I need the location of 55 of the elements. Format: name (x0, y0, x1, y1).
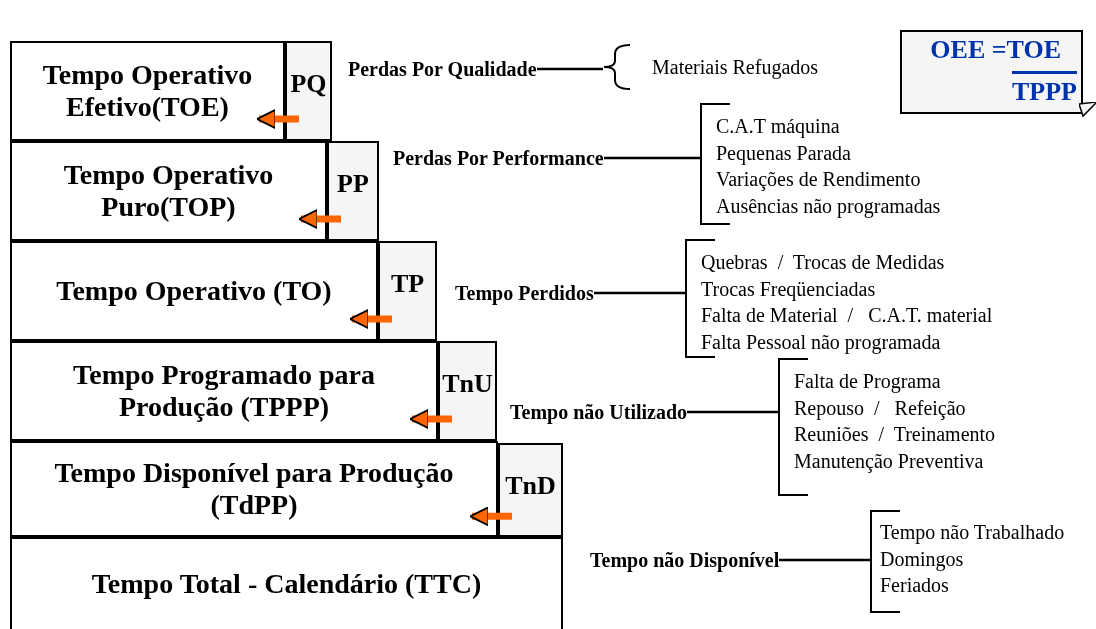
loss-block (285, 41, 332, 141)
block-arrow (298, 209, 341, 229)
connector-line (604, 156, 700, 160)
loss-item: Falta Pessoal não programada (701, 329, 942, 355)
loss-item: Repouso / Refeição (794, 395, 967, 421)
loss-item: Feriados (880, 573, 950, 598)
connector-line (594, 291, 685, 295)
loss-item: Falta de Programa (794, 369, 942, 395)
connector-line (779, 558, 870, 562)
loss-item: Tempo não Trabalhado (880, 520, 1065, 546)
time-block (10, 341, 438, 441)
loss-label: TnU (442, 371, 493, 397)
time-block (10, 441, 498, 537)
time-block (10, 41, 285, 141)
formula-text: OEE =TOE (930, 34, 1061, 66)
loss-item: Quebras / Trocas de Medidas (701, 250, 946, 275)
loss-item: Falta de Material / C.A.T. material (701, 303, 993, 328)
loss-item: Pequenas Parada (716, 140, 852, 166)
time-block (10, 241, 378, 341)
loss-category: Tempo não Utilizado (510, 400, 688, 426)
loss-label: PP (337, 171, 369, 197)
block-arrow (256, 109, 299, 129)
block-arrow (349, 309, 392, 329)
block-label: Tempo Disponível para Produção (TdPP) (53, 456, 455, 522)
block-label: Tempo Total - Calendário (TTC) (91, 567, 482, 601)
block-label: Tempo Operativo (TO) (56, 274, 332, 308)
loss-category: Tempo não Disponível (590, 548, 780, 574)
loss-item: Ausências não programadas (716, 193, 941, 219)
loss-item: Reuniões / Treinamento (794, 422, 996, 447)
loss-category: Tempo Perdidos (455, 281, 594, 307)
loss-item: Domingos (880, 546, 965, 572)
loss-label: PQ (290, 71, 327, 97)
formula-text: TPPP (1012, 71, 1077, 108)
loss-block (378, 241, 437, 341)
loss-category: Perdas Por Qualidade (348, 57, 537, 82)
block-arrow (409, 409, 452, 429)
loss-label: TP (390, 271, 425, 297)
loss-category: Perdas Por Performance (393, 146, 604, 171)
block-label: Tempo Operativo Efetivo(TOE) (41, 58, 254, 124)
connector-line (537, 67, 603, 71)
loss-item: Trocas Freqüenciadas (701, 276, 877, 302)
block-label: Tempo Programado para Produção (TPPP) (72, 358, 376, 424)
time-block (10, 537, 563, 629)
loss-label: TnD (505, 473, 556, 499)
time-block (10, 141, 327, 241)
connector-line (687, 410, 778, 414)
block-label: Tempo Operativo Puro(TOP) (62, 158, 275, 224)
loss-item: C.A.T máquina (716, 114, 841, 140)
loss-block (438, 341, 497, 441)
block-arrow (469, 506, 512, 527)
loss-item: Manutenção Preventiva (794, 448, 985, 474)
loss-block (327, 141, 379, 241)
loss-item: Materiais Refugados (652, 55, 819, 81)
loss-block (498, 443, 563, 537)
loss-item: Variações de Rendimento (716, 167, 922, 193)
